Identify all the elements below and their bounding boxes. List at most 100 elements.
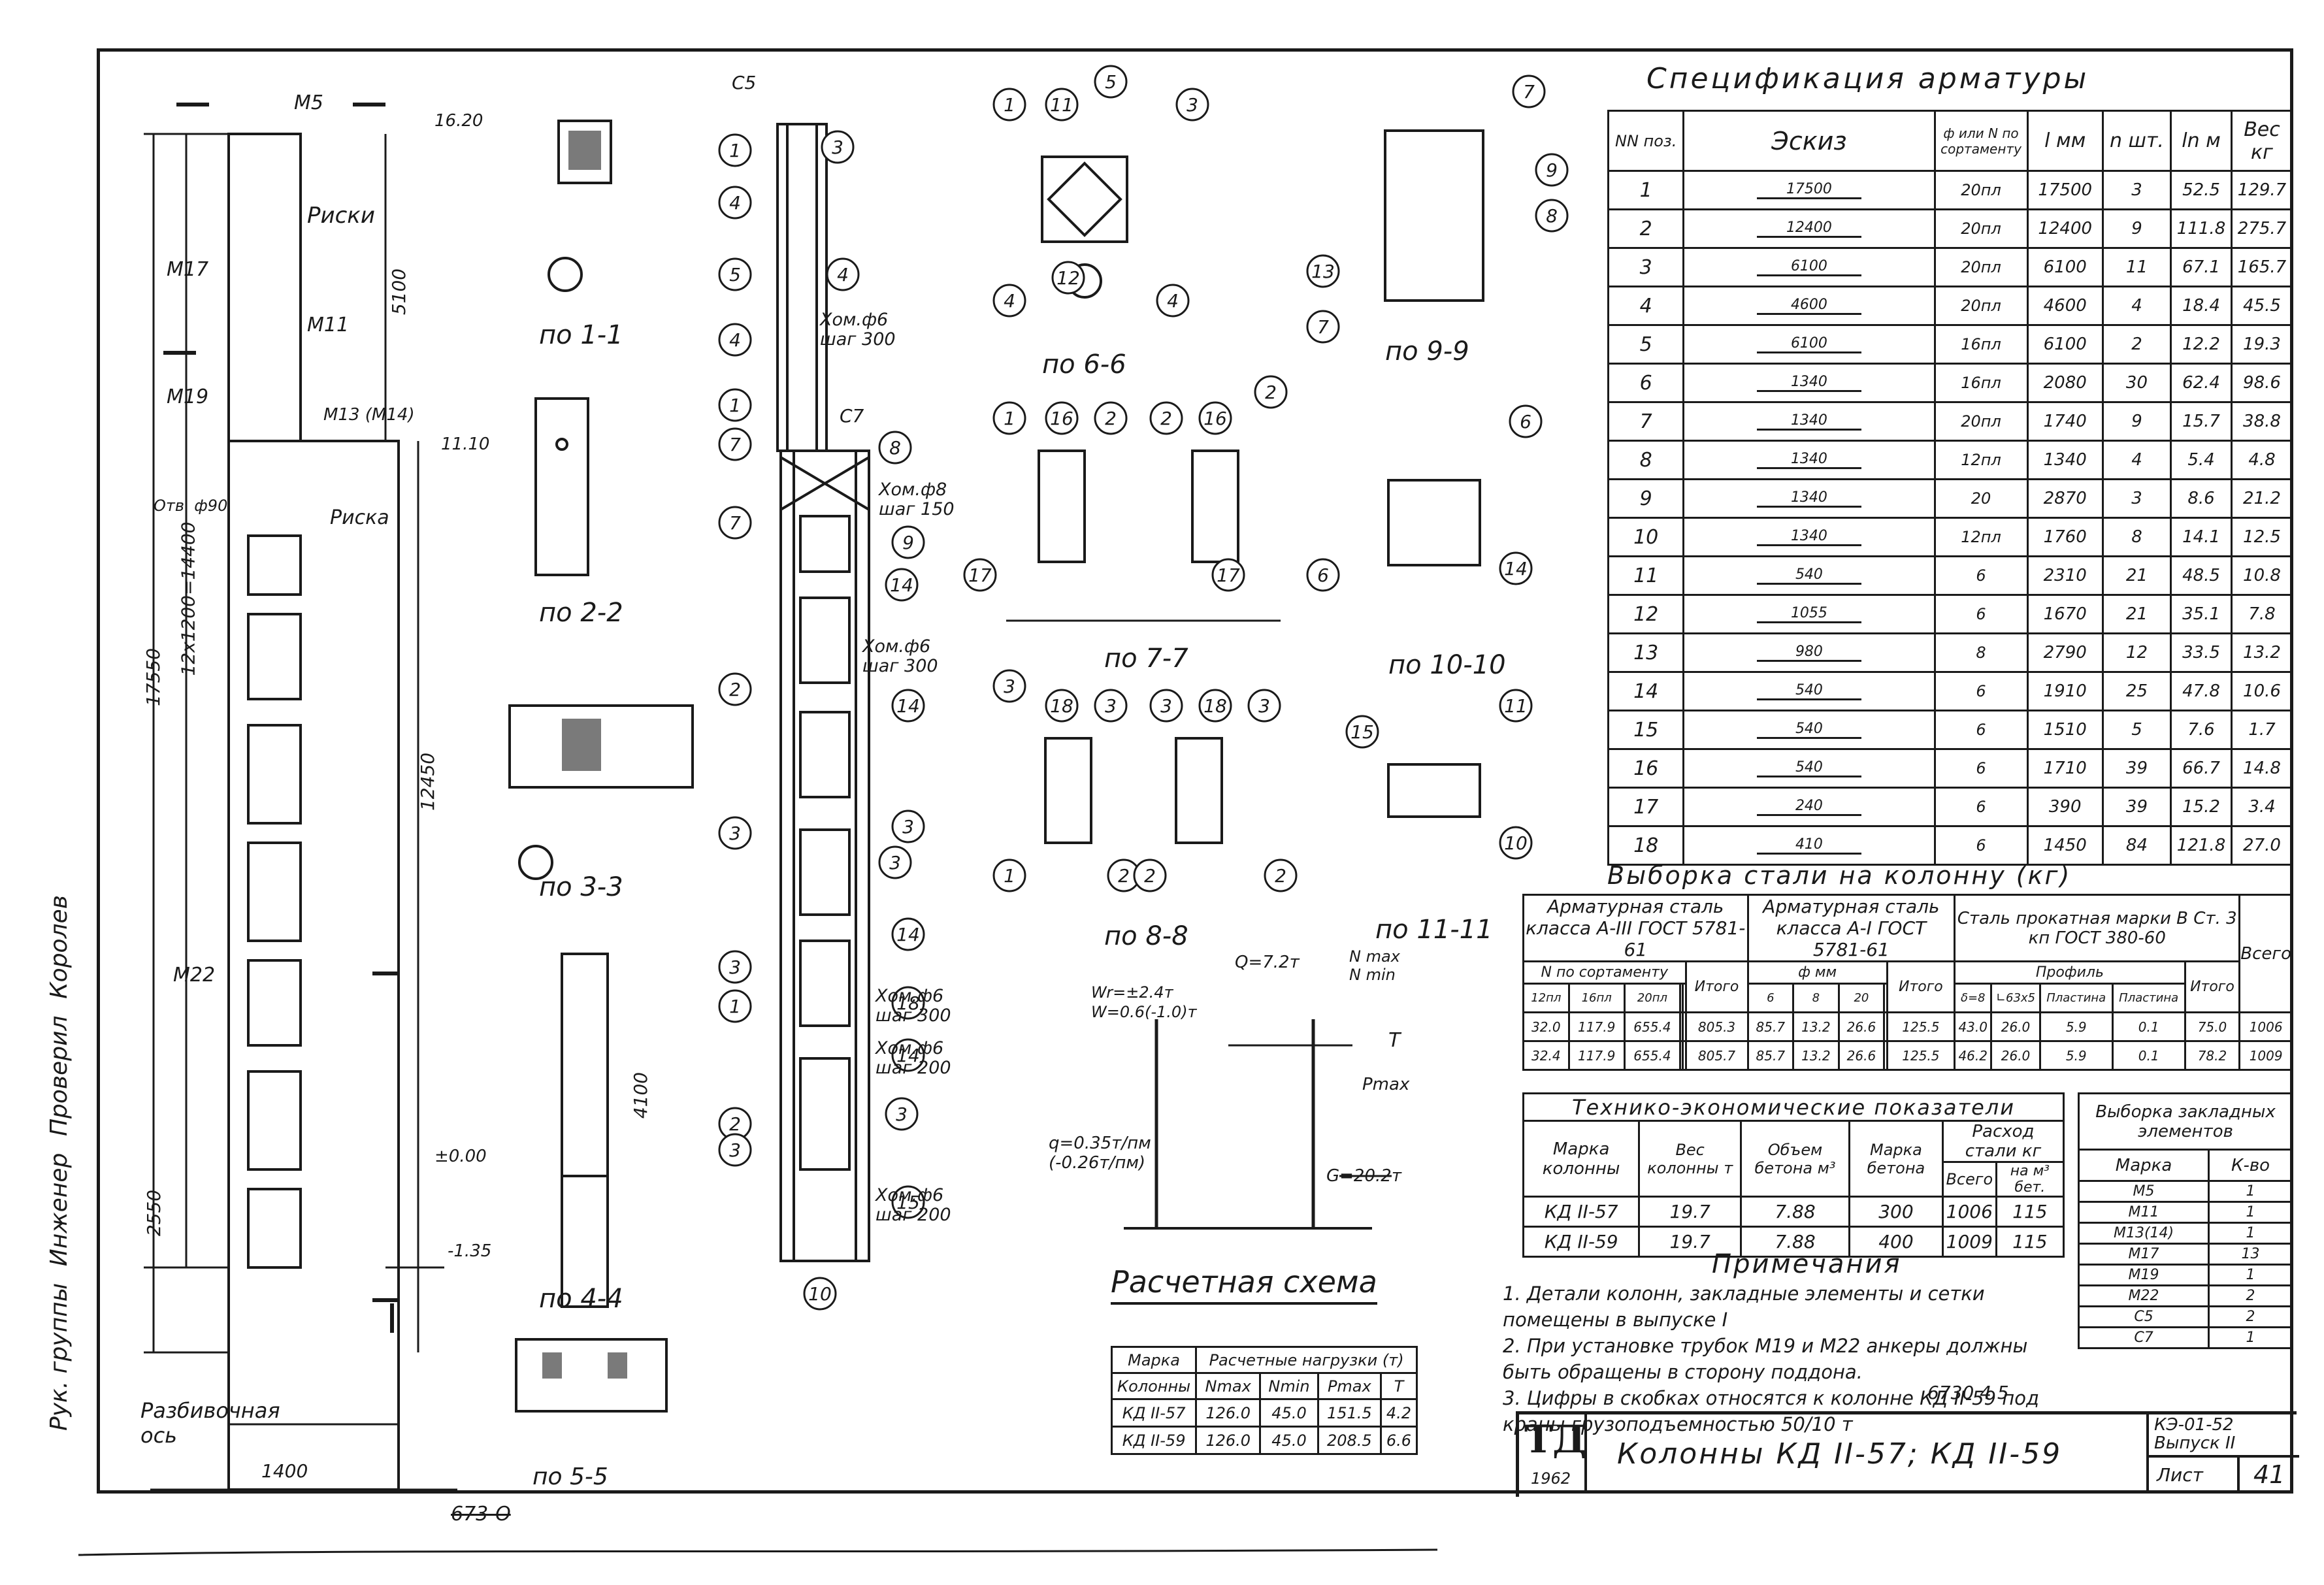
section-8-8-left [1044,737,1092,844]
label-c5: С5 [732,72,757,93]
spec-weight: 45.5 [2231,286,2293,326]
spec-pos: 2 [1607,208,1685,249]
steel-col: Итого [1886,960,1956,1013]
schema-load-w: W=0.6(-1.0)т [1091,1003,1197,1021]
svg-text:3: 3 [1105,695,1117,717]
spec-total-length: 7.6 [2170,710,2233,750]
spec-diameter: 12пл [1933,440,2029,480]
label-m17: М17 [167,258,209,281]
svg-text:1: 1 [1004,408,1015,429]
spec-weight: 13.2 [2231,632,2293,673]
steel-cell: 5.9 [2038,1040,2114,1071]
section-6-6-outline [1041,155,1128,243]
steel-cell: 125.5 [1886,1011,1956,1042]
svg-text:5: 5 [729,264,741,286]
embedded-title: Выборка закладных элементов [2078,1092,2293,1151]
spec-pos: 11 [1607,555,1685,596]
spec-total-length: 47.8 [2170,671,2233,711]
column-opening [247,613,302,700]
svg-text:2: 2 [1160,408,1172,429]
steel-total-header: Всего [2238,894,2293,1013]
spec-sketch: 240 [1682,787,1936,827]
section-5-5-outline [515,1338,668,1413]
spec-weight: 14.8 [2231,748,2293,789]
spec-sketch: 12400 [1682,208,1936,249]
section-3-3-outline [508,704,694,789]
stirrup-label-2: Хом.ф8 шаг 150 [879,480,955,519]
spec-length: 390 [2026,787,2104,827]
tech-cell: 7.88 [1740,1196,1850,1228]
label-c7: С7 [840,405,864,427]
tech-header: Марка бетона [1848,1120,1944,1198]
spec-pos: 9 [1607,478,1685,519]
mark-11-10: 11.10 [441,434,490,454]
spec-weight: 275.7 [2231,208,2293,249]
spec-length: 17500 [2026,170,2104,210]
spec-pos: 14 [1607,671,1685,711]
steel-subheader: Профиль [1954,960,2186,985]
steel-cell: 0.1 [2111,1011,2186,1042]
note-item: 1. Детали колонн, закладные элементы и с… [1503,1283,1985,1331]
spec-count: 21 [2101,594,2172,634]
spec-diameter: 20пл [1933,170,2029,210]
loads-cell: КД II-57 [1110,1398,1198,1428]
spec-sketch-label: 1340 [1756,374,1861,392]
embedded-count: 2 [2208,1284,2293,1307]
spec-count: 84 [2101,825,2172,866]
tech-title: Технико-экономические показатели [1522,1092,2065,1122]
tech-header: Вес колонны т [1638,1120,1743,1198]
steel-subheader: ф мм [1746,960,1888,985]
spec-title: Спецификация арматуры [1646,62,2089,95]
spec-weight: 3.4 [2231,787,2293,827]
steel-col: Пластина [2111,983,2186,1013]
svg-text:14: 14 [890,574,913,596]
svg-text:10: 10 [1504,832,1528,854]
steel-cell: 0.1 [2111,1040,2186,1071]
spec-count: 39 [2101,787,2172,827]
spec-count: 21 [2101,555,2172,596]
spec-sketch: 17500 [1682,170,1936,210]
spec-diameter: 12пл [1933,517,2029,557]
embedded-row: М13(14)1 [2077,1222,2293,1245]
spec-sketch: 6100 [1682,247,1936,287]
steel-col: 20 [1837,983,1886,1013]
spec-diameter: 16пл [1933,324,2029,365]
steel-col: 6 [1746,983,1795,1013]
tech-table: Технико-экономические показатели Марка к… [1522,1092,2065,1258]
spec-sketch-label: 980 [1756,644,1861,662]
title-sheet-number: 41 [2253,1460,2285,1489]
tech-cell: 115 [1995,1226,2065,1258]
spec-total-length: 33.5 [2170,632,2233,673]
title-logo-cell: ТД 1962 [1519,1414,1587,1494]
section-title-4-4: по 4-4 [539,1284,623,1314]
spec-sketch: 1340 [1682,517,1936,557]
spec-length: 1710 [2026,748,2104,789]
spec-count: 9 [2101,208,2172,249]
steel-cell: 85.7 [1746,1040,1795,1071]
svg-text:15: 15 [896,1192,920,1213]
svg-text:4: 4 [729,192,741,214]
section-9-9-outline [1384,129,1484,302]
spec-count: 8 [2101,517,2172,557]
svg-text:18: 18 [896,992,920,1014]
spec-diameter: 6 [1933,825,2029,866]
spec-total-length: 8.6 [2170,478,2233,519]
label-m11: М11 [307,314,350,336]
embedded-count: 1 [2208,1222,2293,1245]
svg-text:3: 3 [729,823,741,844]
dim-14400: 12x1200=14400 [177,521,199,676]
svg-text:7: 7 [1523,81,1535,103]
spec-length: 2790 [2026,632,2104,673]
embedded-mark: С5 [2077,1305,2210,1328]
spec-diameter: 6 [1933,594,2029,634]
steel-group: Сталь прокатная марки В Ст. 3 кп ГОСТ 38… [1954,894,2241,962]
column-opening [247,534,302,596]
svg-text:8: 8 [889,437,901,459]
